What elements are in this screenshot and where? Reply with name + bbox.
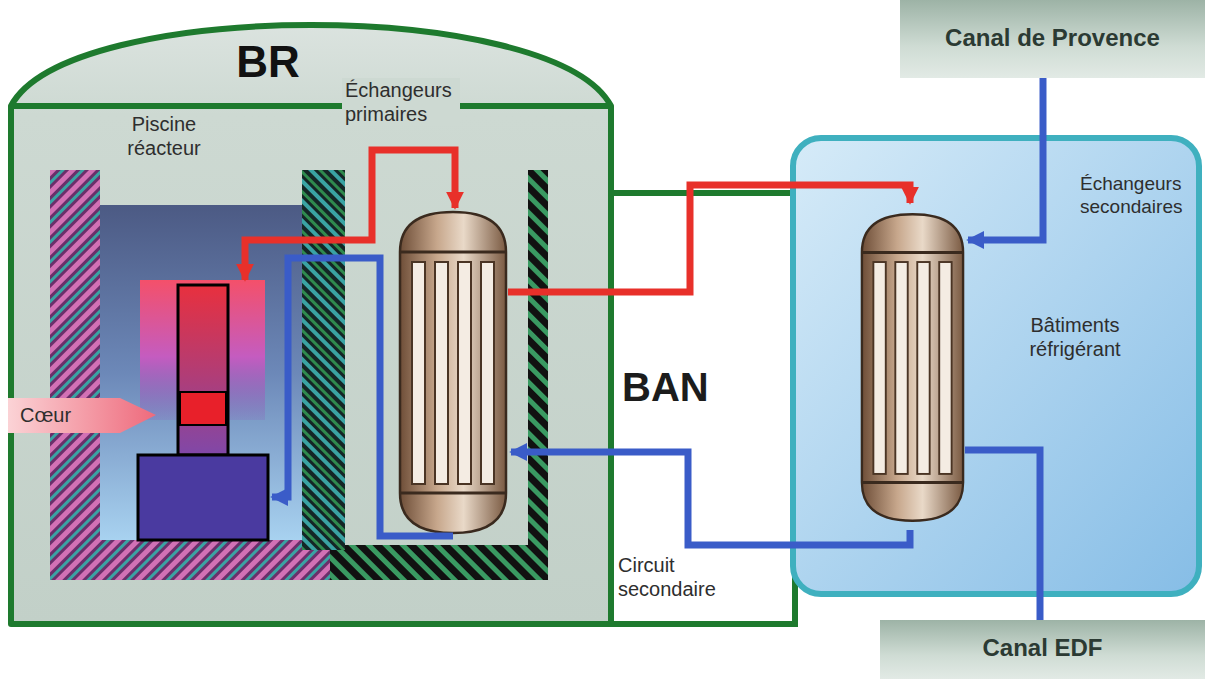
shield-wall: [325, 545, 548, 580]
label-slot: Échangeurs primaires: [342, 78, 460, 126]
node-label: Canal EDF: [982, 634, 1102, 663]
text-slot: Piscine réacteur: [108, 112, 220, 160]
label-slot: Circuit secondaire: [618, 553, 728, 601]
building-label: BR: [236, 36, 300, 89]
reactor-pool: Piscine réacteur: [50, 110, 350, 582]
node-label: Bâtiments réfrigérant: [990, 313, 1160, 361]
building-label: BAN: [622, 363, 709, 411]
pool-wall: [302, 170, 345, 550]
canal-box: Canal de Provence: [900, 0, 1205, 78]
circuit-label: Circuit secondaire: [618, 553, 728, 601]
node-label: Piscine réacteur: [108, 112, 220, 160]
canal-outlet-pipe: [965, 450, 1040, 597]
pool-wall: [50, 540, 330, 580]
text-slot: Canal de Provence: [900, 24, 1205, 53]
canal-band: [880, 620, 1205, 679]
core-fuel: [180, 392, 226, 425]
water-pipe: [1037, 597, 1044, 620]
text-slot: Canal EDF: [880, 634, 1205, 663]
secondary-cold-pipe: [511, 452, 910, 545]
text-slot: BR: [208, 36, 328, 89]
label-slot: Cœur: [20, 403, 100, 427]
cooling-building: Échangeurs secondairesBâtiments réfrigér…: [790, 135, 1202, 597]
text-slot: Bâtiments réfrigérant: [990, 313, 1160, 361]
primary-exchanger: [400, 212, 506, 533]
dome-line: [11, 103, 611, 109]
core-label: Cœur: [20, 403, 71, 427]
reactor-building: Piscine réacteur BR: [8, 18, 614, 627]
secondary-exchanger: [862, 214, 963, 520]
building-outline: [11, 25, 611, 624]
coeur-arrow: [8, 398, 156, 433]
text-slot: Échangeurs secondaires: [1080, 173, 1196, 219]
building-outline: [793, 138, 1199, 594]
node-label: Canal de Provence: [945, 24, 1160, 53]
canal-band: [900, 0, 1205, 78]
water-pipe: [1040, 78, 1047, 135]
building-outline: [611, 193, 795, 624]
node-label: Échangeurs secondaires: [1080, 173, 1196, 219]
core-column: [178, 285, 228, 455]
exchanger-label: Échangeurs primaires: [342, 78, 460, 126]
text-slot: BAN: [622, 363, 742, 411]
primary-cold-pipe: [272, 258, 453, 536]
node-shape: [50, 110, 350, 582]
core-base: [138, 455, 268, 540]
pool-wall: [50, 170, 100, 580]
canal-box: Canal EDF: [880, 620, 1205, 679]
shield-wall: [528, 170, 548, 580]
secondary-hot-pipe: [508, 185, 910, 292]
canal-inlet-pipe: [968, 135, 1043, 240]
pool-water: [100, 205, 302, 540]
